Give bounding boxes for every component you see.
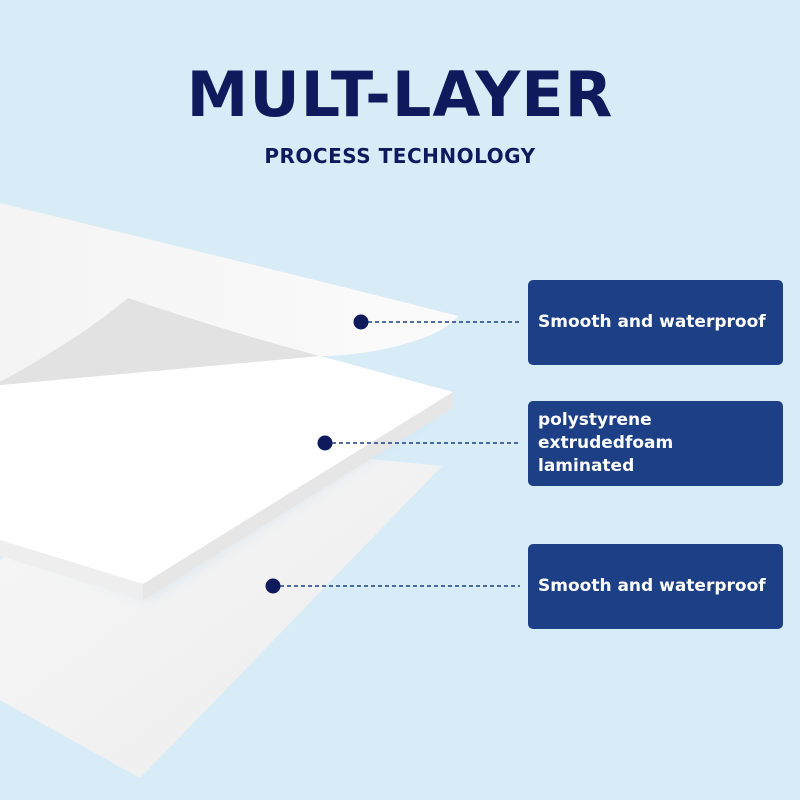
middle-layer-top-face — [0, 356, 453, 584]
page-subtitle: PROCESS TECHNOLOGY — [264, 144, 536, 168]
label-box-middle-layer: polystyrene extrudedfoam laminated — [528, 401, 783, 486]
top-layer-curl — [0, 298, 320, 385]
label-text: Smooth and waterproof — [538, 576, 766, 596]
connector-dot-2 — [317, 435, 333, 451]
middle-layer-front-edge — [0, 540, 143, 600]
page-title: MULT-LAYER — [186, 58, 614, 131]
label-box-bottom-layer: Smooth and waterproof — [528, 544, 783, 629]
label-box-top-layer: Smooth and waterproof — [528, 280, 783, 365]
connector-dot-1 — [353, 314, 369, 330]
label-text: polystyrene extrudedfoam laminated — [538, 410, 674, 476]
label-text: Smooth and waterproof — [538, 312, 766, 332]
connector-dot-3 — [265, 578, 281, 594]
middle-layer-side-edge — [143, 392, 453, 600]
top-layer — [0, 203, 458, 382]
